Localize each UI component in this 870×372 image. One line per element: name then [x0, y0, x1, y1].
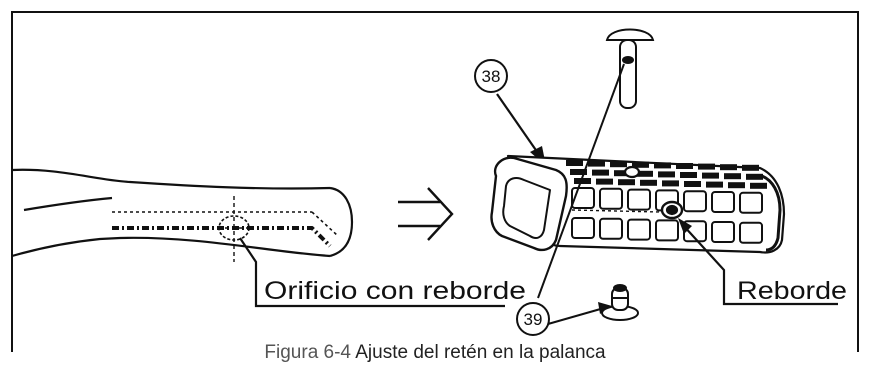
- grip-side-window: [655, 219, 679, 242]
- hole-leader-line: [239, 237, 505, 308]
- part-39-number: 39: [524, 310, 543, 329]
- flange-leader-line: [681, 223, 838, 306]
- grip-top-block: [684, 181, 701, 187]
- grip-side-window: [627, 218, 651, 241]
- grip-side-window: [599, 187, 623, 210]
- retainer-pin: [605, 28, 655, 109]
- grip-top-block: [610, 161, 627, 168]
- part-38-number: 38: [482, 67, 501, 86]
- grip-side-window: [711, 191, 735, 213]
- grip-top-block: [614, 170, 631, 177]
- grip-top-block: [724, 173, 741, 180]
- grip-top-block: [592, 169, 609, 176]
- grip-side-window: [683, 190, 707, 213]
- grip-top-block: [654, 162, 671, 169]
- grip-top-block: [676, 163, 693, 169]
- part-38-callout: 38: [474, 59, 546, 166]
- grip-top-block: [588, 160, 605, 167]
- grip-top-block: [746, 173, 763, 180]
- figure-caption: Figura 6-4 Ajuste del retén en la palanc…: [264, 342, 606, 363]
- grip-top-block: [698, 163, 715, 170]
- grip-top-block: [702, 172, 719, 179]
- grip-top-block: [618, 179, 635, 186]
- figure-frame: [11, 11, 859, 352]
- grip-top-grid: [566, 160, 767, 189]
- grip-top-block: [640, 179, 657, 186]
- grip-top-block: [662, 180, 679, 187]
- grip-side-windows: [571, 187, 763, 244]
- grip-top-block: [742, 164, 759, 171]
- grip-side-window: [739, 221, 763, 244]
- grip-side-window: [599, 217, 623, 240]
- grip-top-block: [570, 169, 587, 175]
- lever-illustration: [11, 168, 354, 262]
- flange-label: Reborde: [737, 277, 847, 305]
- flange-leader-arrowhead: [678, 218, 692, 234]
- grip-top-block: [596, 178, 613, 185]
- grip-top-block: [706, 181, 723, 188]
- grip-top-block: [632, 161, 649, 168]
- grip-top-block: [566, 160, 583, 166]
- grip-top-block: [728, 182, 745, 189]
- figure-title: Ajuste del retén en la palanca: [355, 342, 606, 363]
- grip-top-block: [720, 164, 737, 171]
- part-39-callout: 39: [516, 302, 612, 336]
- grip-side-window: [711, 221, 735, 243]
- hole-with-flange-label: Orificio con reborde: [264, 277, 526, 305]
- grip-top-block: [658, 171, 675, 178]
- grip-top-block: [680, 172, 697, 178]
- double-right-arrow-icon: [398, 187, 454, 241]
- pin-to-part-39-line: [537, 63, 625, 299]
- grip-side-window: [739, 191, 763, 214]
- grip-top-block: [574, 178, 591, 184]
- grip-side-window: [627, 188, 651, 211]
- grip-cover: [490, 154, 786, 254]
- grip-side-window: [571, 217, 595, 239]
- grip-top-block: [750, 182, 767, 189]
- retainer-clip: [601, 284, 639, 321]
- grip-top-block: [636, 170, 653, 177]
- figure-number: Figura 6-4: [264, 342, 351, 363]
